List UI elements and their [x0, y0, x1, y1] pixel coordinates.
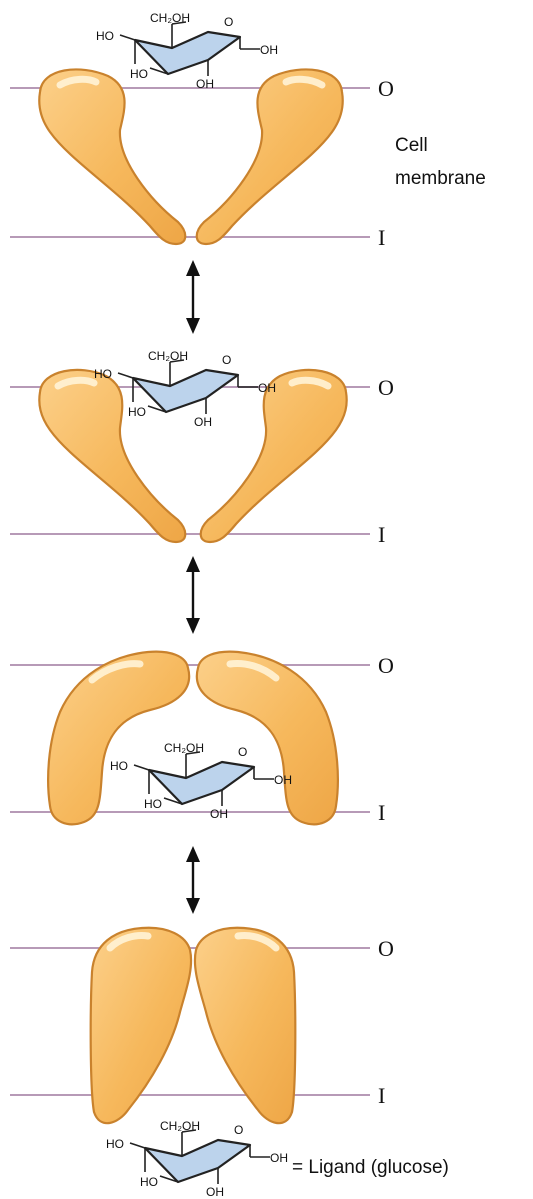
glucose-molecule-3: CH₂OH O HO HO OH OH	[110, 741, 292, 821]
transporter-right-subunit-3	[197, 652, 338, 825]
glucose-oh-bottom-1: OH	[196, 77, 214, 91]
legend-glucose-molecule: CH₂OH O HO HO OH OH	[106, 1119, 288, 1199]
side-labels: O I O I O I O I	[378, 76, 394, 1108]
outside-label-1: O	[378, 76, 394, 101]
glucose-ho-upper-1: HO	[96, 29, 114, 43]
cell-membrane-label-line2: membrane	[395, 168, 486, 189]
glucose-oh-bottom-3: OH	[210, 807, 228, 821]
transporter-left-subunit-1	[39, 69, 185, 244]
glucose-oh-right-3: OH	[274, 773, 292, 787]
glucose-oh-bottom-2: OH	[194, 415, 212, 429]
glucose-ch2oh-1: CH₂OH	[150, 11, 190, 25]
glucose-oh-bottom-legend: OH	[206, 1185, 224, 1199]
glucose-ho-upper-2: HO	[94, 367, 112, 381]
outside-label-2: O	[378, 375, 394, 400]
glucose-ho-lower-3: HO	[144, 797, 162, 811]
glucose-ch2oh-legend: CH₂OH	[160, 1119, 200, 1133]
glucose-oh-right-1: OH	[260, 43, 278, 57]
transporter-right-subunit-1	[197, 69, 343, 244]
inside-label-2: I	[378, 522, 385, 547]
glucose-ch2oh-2: CH₂OH	[148, 349, 188, 363]
reversible-arrow-3	[186, 846, 200, 914]
glucose-ring-o-2: O	[222, 353, 231, 367]
transporter-right-subunit-2	[201, 370, 347, 542]
reversible-arrow-2	[186, 556, 200, 634]
glucose-ho-lower-legend: HO	[140, 1175, 158, 1189]
glucose-ho-upper-3: HO	[110, 759, 128, 773]
glucose-ho-lower-2: HO	[128, 405, 146, 419]
glucose-ch2oh-3: CH₂OH	[164, 741, 204, 755]
transporter-stage-1: CH₂OH O HO HO OH OH	[39, 11, 342, 244]
glucose-molecule-1: CH₂OH O HO HO OH OH	[96, 11, 278, 91]
glucose-ho-upper-legend: HO	[106, 1137, 124, 1151]
inside-label-3: I	[378, 800, 385, 825]
cell-membrane-label-line1: Cell	[395, 135, 428, 156]
inside-label-4: I	[378, 1083, 385, 1108]
glucose-ho-lower-1: HO	[130, 67, 148, 81]
glucose-oh-right-2: OH	[258, 381, 276, 395]
transporter-stage-3: CH₂OH O HO HO OH OH	[48, 652, 338, 825]
outside-label-3: O	[378, 653, 394, 678]
transporter-stage-2: CH₂OH O HO HO OH OH	[39, 349, 346, 542]
transporter-stage-4	[91, 928, 296, 1123]
reversible-arrow-1	[186, 260, 200, 334]
transporter-left-subunit-4	[91, 928, 191, 1123]
glucose-ring-o-3: O	[238, 745, 247, 759]
glucose-oh-right-legend: OH	[270, 1151, 288, 1165]
outside-label-4: O	[378, 936, 394, 961]
glucose-ring-o-legend: O	[234, 1123, 243, 1137]
glucose-ring-o-1: O	[224, 15, 233, 29]
inside-label-1: I	[378, 225, 385, 250]
transporter-left-subunit-3	[48, 652, 189, 825]
membrane-lines	[10, 88, 370, 1095]
legend-ligand-label: = Ligand (glucose)	[292, 1157, 449, 1178]
transporter-right-subunit-4	[195, 928, 295, 1123]
